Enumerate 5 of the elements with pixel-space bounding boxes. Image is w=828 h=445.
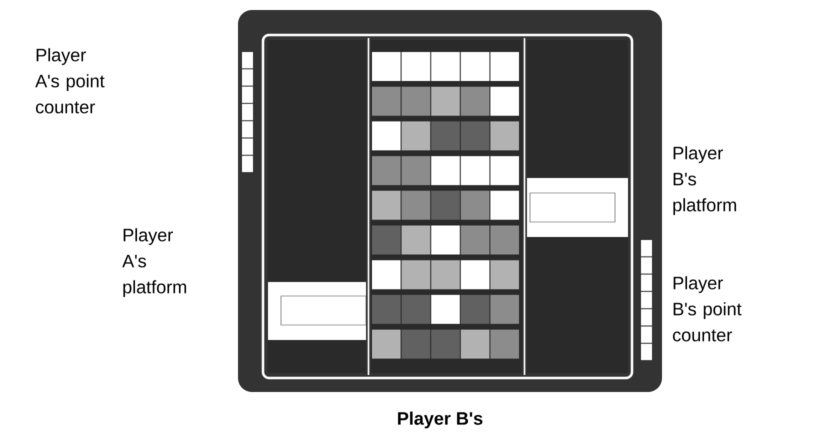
- label-text: Player B's platform: [673, 146, 736, 215]
- label-text: Player B's point counter: [672, 276, 742, 342]
- caption: Player B's: [398, 412, 482, 428]
- label-text: Player A's point counter: [35, 48, 105, 114]
- label-text: Player A's platform: [122, 228, 186, 297]
